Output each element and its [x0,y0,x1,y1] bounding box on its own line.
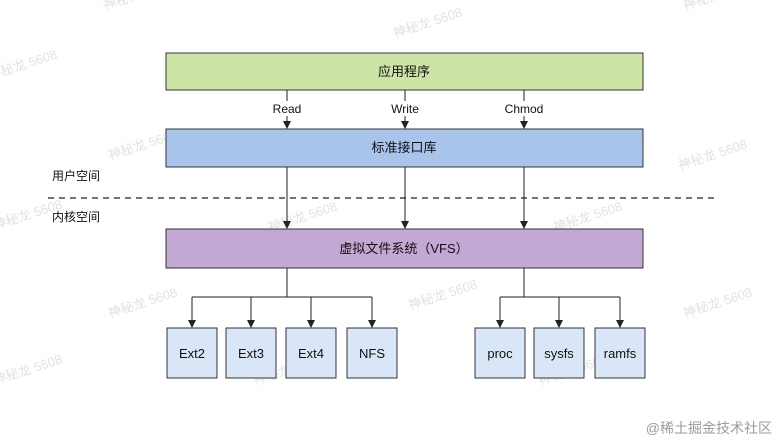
vfs-layer: 虚拟文件系统（VFS） [165,228,644,269]
chmod-label-bg [500,101,548,116]
brand-watermark: @稀土掘金技术社区 [646,420,772,436]
stdlib-layer: 标准接口库 [165,128,644,168]
chmod-label: Chmod [505,102,544,116]
vfs-box [165,228,644,269]
space-divider: 用户空间 内核空间 [48,168,716,224]
watermark-text: 神秘龙 5608 [406,276,479,312]
kernel-arrows [283,167,528,229]
fs-box-ext4 [285,327,337,379]
fs-label-ext4: Ext4 [298,346,324,361]
syscall-arrows: Read Write Chmod [266,90,548,129]
watermark-text: 神秘龙 5608 [0,46,59,82]
fs-label-nfs: NFS [359,346,385,361]
write-label: Write [391,102,419,116]
watermark-text: 神秘龙 5608 [0,351,64,387]
fs-label-ramfs: ramfs [604,346,637,361]
virtual-filesystems: proc sysfs ramfs [474,327,646,379]
fs-label-ext2: Ext2 [179,346,205,361]
fs-label-ext3: Ext3 [238,346,264,361]
fs-box-ramfs [594,327,646,379]
watermark-text: 神秘龙 5608 [106,284,179,320]
disk-filesystems: Ext2 Ext3 Ext4 NFS [166,327,398,379]
fs-box-nfs [346,327,398,379]
watermark-text: 神秘龙 5608 [676,136,749,172]
fs-label-proc: proc [487,346,513,361]
stdlib-box [165,128,644,168]
watermark-text: 神秘龙 5608 [101,0,174,13]
write-label-bg [385,101,425,116]
kernel-space-label: 内核空间 [52,210,100,224]
application-box [165,52,644,91]
application-layer: 应用程序 [165,52,644,91]
fs-label-sysfs: sysfs [544,346,574,361]
read-label: Read [273,102,302,116]
fs-connectors [188,268,624,328]
application-label: 应用程序 [378,64,430,79]
read-label-bg [266,101,308,116]
user-space-label: 用户空间 [52,168,100,183]
fs-box-sysfs [533,327,585,379]
vfs-label: 虚拟文件系统（VFS） [339,241,468,256]
stdlib-label: 标准接口库 [371,140,436,155]
watermark-text: 神秘龙 5608 [681,284,754,320]
watermark-text: 神秘龙 5608 [391,4,464,40]
fs-box-proc [474,327,526,379]
fs-box-ext3 [225,327,277,379]
watermark-text: 神秘龙 5608 [681,0,754,13]
fs-box-ext2 [166,327,218,379]
